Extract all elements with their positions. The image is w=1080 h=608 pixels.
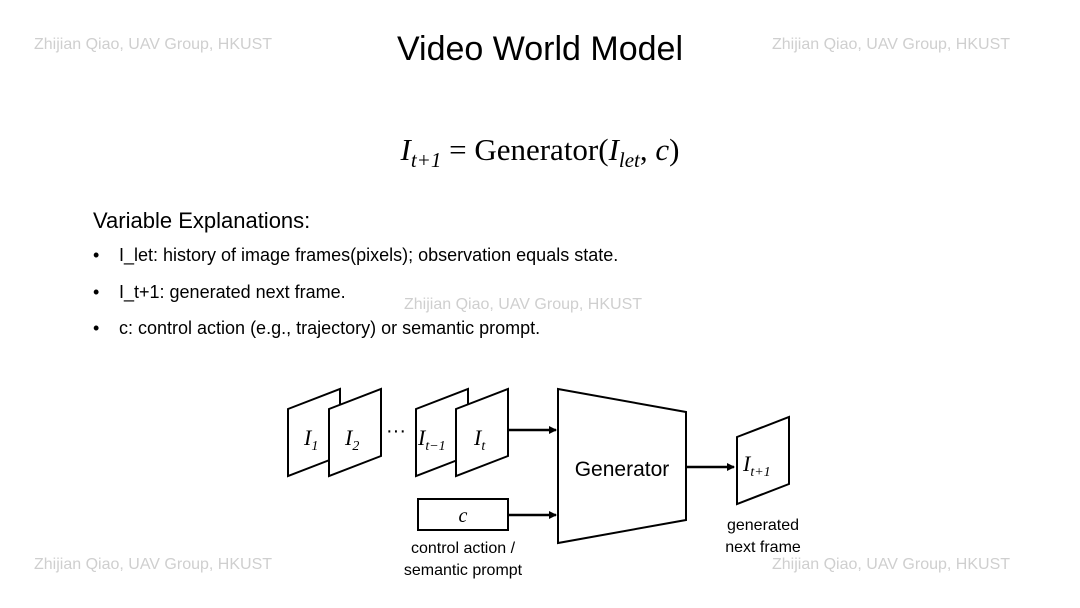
output-caption-line-1: generated xyxy=(727,517,799,534)
control-caption-line-2: semantic prompt xyxy=(404,562,523,579)
watermark: Zhijian Qiao, UAV Group, HKUST xyxy=(772,36,1011,53)
frame-2-label: I2 xyxy=(344,425,359,454)
control-box-label: c xyxy=(459,505,468,527)
equation-lhs: I xyxy=(400,132,411,167)
equation-close-paren: ) xyxy=(669,132,680,167)
slide-title: Video World Model xyxy=(396,30,683,68)
control-caption-line-1: control action / xyxy=(411,540,516,557)
equation-arg2: c xyxy=(655,132,670,167)
watermark: Zhijian Qiao, UAV Group, HKUST xyxy=(772,556,1011,573)
watermark: Zhijian Qiao, UAV Group, HKUST xyxy=(34,556,273,573)
output-frame-label: It+1 xyxy=(742,451,771,480)
output-caption-line-2: next frame xyxy=(725,539,801,556)
frames-ellipsis: ··· xyxy=(386,420,406,442)
generator-block xyxy=(557,387,687,545)
equation-separator: , xyxy=(639,132,656,167)
equation-function: Generator( xyxy=(474,132,609,167)
equation-equals: = xyxy=(449,132,467,167)
frame-4-shape xyxy=(455,387,509,478)
frame-2-shape xyxy=(328,387,382,478)
explanation-item: I_let: history of image frames(pixels); … xyxy=(93,244,618,281)
equation: It+1 = Generator(Ilet, c) xyxy=(0,132,1080,173)
equation-arg1: I xyxy=(608,132,619,167)
equation-arg1-subscript: let xyxy=(618,148,640,173)
output-frame-shape xyxy=(736,415,790,506)
explanations-heading: Variable Explanations: xyxy=(93,208,311,233)
frame-1-label: I1 xyxy=(303,425,318,454)
control-box xyxy=(417,498,509,531)
frame-3-label: It−1 xyxy=(417,425,446,454)
explanation-item: I_t+1: generated next frame. xyxy=(93,281,618,318)
equation-lhs-subscript: t+1 xyxy=(410,148,442,173)
generator-label: Generator xyxy=(575,458,670,481)
explanations-list: I_let: history of image frames(pixels); … xyxy=(93,244,618,354)
frame-4-label: It xyxy=(473,425,486,454)
explanation-item: c: control action (e.g., trajectory) or … xyxy=(93,317,618,354)
watermark: Zhijian Qiao, UAV Group, HKUST xyxy=(34,36,273,53)
